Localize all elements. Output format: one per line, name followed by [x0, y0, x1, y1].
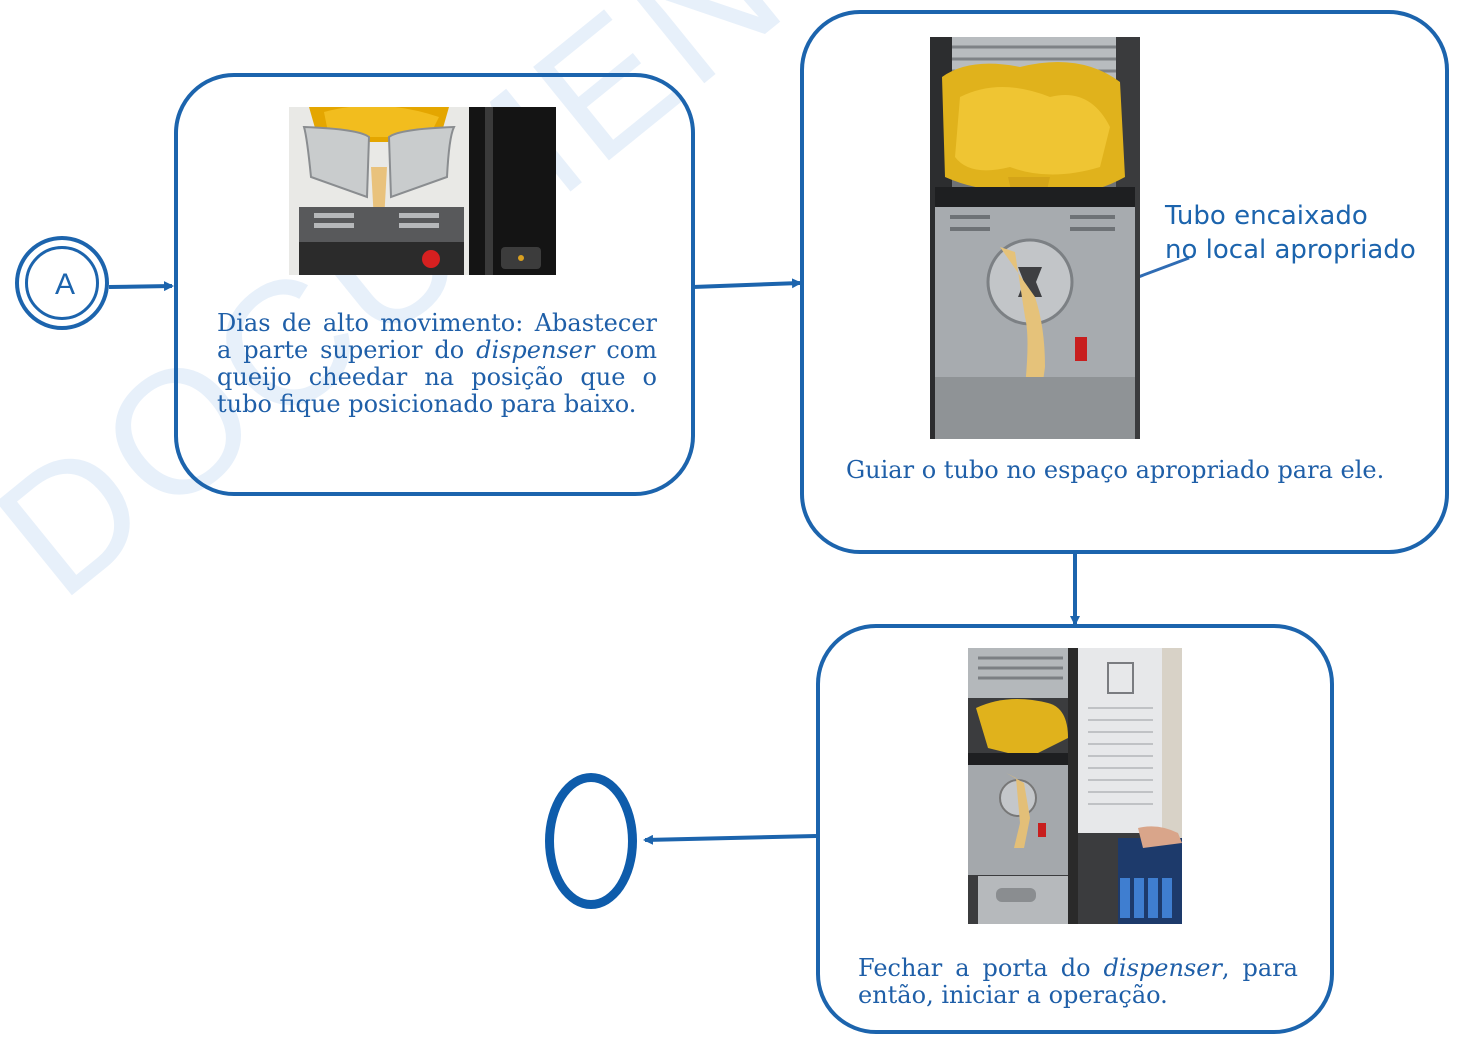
step-1-text: Dias de alto movimento: Abastecer a part… [217, 310, 657, 418]
start-connector-inner: A [25, 246, 99, 320]
arrow-step3-to-end [643, 834, 817, 845]
step-3-text: Fechar a porta do dispenser, para então,… [858, 955, 1298, 1009]
start-connector: A [15, 236, 109, 330]
step-2-text: Guiar o tubo no espaço apropriado para e… [846, 457, 1400, 484]
end-connector [545, 773, 637, 909]
callout-tube-fitted: Tubo encaixado no local apropriado [1165, 199, 1416, 267]
text-part: , para então, iniciar a operação. [858, 954, 1298, 1009]
step-3-photo [968, 648, 1182, 924]
text-part: Dias de alto movimento: Abastecer a part… [217, 309, 657, 364]
step-1-box [174, 73, 695, 496]
step-2-box [800, 10, 1449, 554]
start-connector-label: A [54, 268, 75, 301]
arrow-step1-to-step2 [692, 278, 802, 289]
text-part: Guiar o tubo no espaço apropriado para e… [846, 456, 1385, 484]
step-3-box [816, 624, 1334, 1034]
step-1-photo [289, 107, 556, 275]
callout-line-1: Tubo encaixado [1165, 201, 1368, 231]
text-part: dispenser [1103, 954, 1222, 982]
text-part: dispenser [476, 336, 595, 364]
arrow-start-to-step1 [108, 281, 174, 292]
text-part: com queijo cheedar na posição que o tubo… [217, 336, 657, 418]
text-part: Fechar a porta do [858, 954, 1104, 982]
callout-line-2: no local apropriado [1165, 235, 1416, 265]
step-2-photo [930, 37, 1140, 439]
